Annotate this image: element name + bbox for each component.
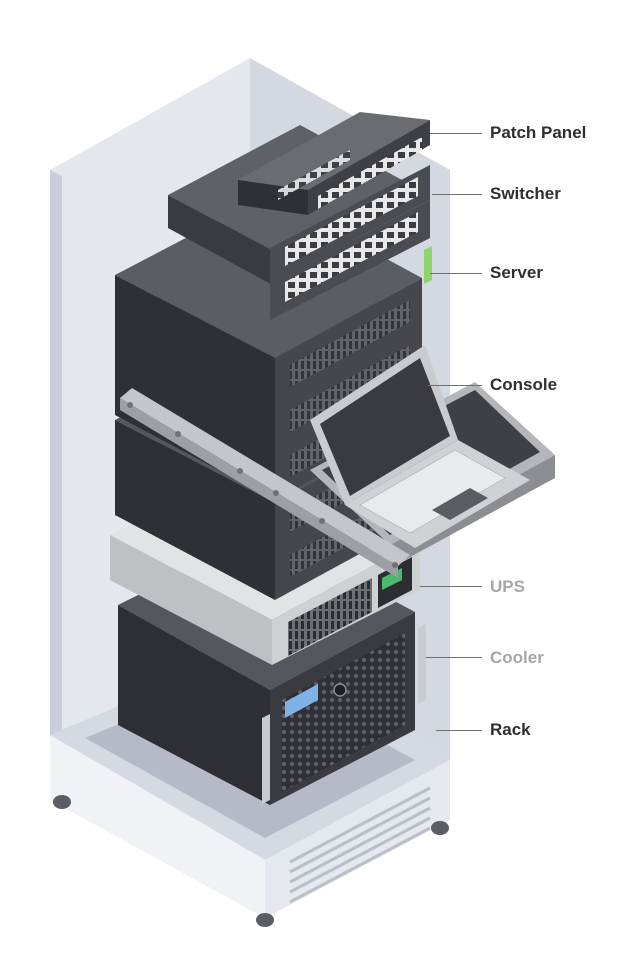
leader-line-console [428,385,482,386]
server-status-leds [424,246,432,284]
cooler-display [285,684,318,718]
base-front [265,760,450,918]
cooler-handle [262,714,270,804]
rack-foot [53,795,71,809]
base-left [50,735,265,918]
cooler-handle [418,624,426,704]
cooler-left [118,605,270,805]
leader-line-patch-panel [430,133,482,134]
leader-line-rack [436,730,482,731]
label-rack: Rack [490,720,531,739]
switcher-ports [285,212,418,302]
leader-line-ups [420,586,482,587]
base-vent-slots [289,786,431,904]
console-touchpad [432,488,488,520]
leader-line-cooler [426,657,482,658]
rack-foot [431,821,449,835]
ups-vent-grille [288,578,372,656]
console-screen [320,358,450,496]
label-ups: UPS [490,577,525,596]
ups-left [110,535,272,665]
label-patch-panel: Patch Panel [490,123,587,142]
label-console: Console [490,375,558,394]
cooler-power-button [333,683,347,697]
patch-panel-ports [318,137,422,209]
label-cooler: Cooler [490,648,544,667]
leader-line-server [430,273,482,274]
console-keys [359,449,506,534]
rack-left-edge [50,170,62,800]
leader-line-switcher [432,194,482,195]
switcher-ports [285,177,418,266]
label-server: Server [490,263,543,282]
patch-panel-ports [278,150,350,200]
patch-panel-unit [238,112,430,215]
front-rail [120,388,410,578]
console-unit [310,345,555,568]
cooler-perforated-panel [282,633,405,792]
label-switcher: Switcher [490,184,561,203]
rack-foot [256,913,274,927]
